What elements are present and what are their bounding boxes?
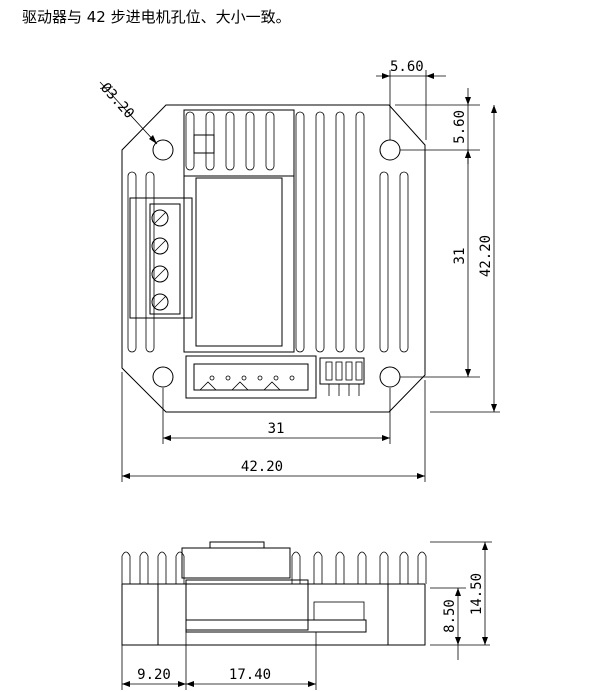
side-connector [313, 601, 365, 621]
dim-width-total: 42.20 [121, 372, 426, 482]
side-center-module [185, 579, 309, 631]
bottom-connector [185, 355, 317, 399]
small-component [193, 134, 215, 154]
dim-offset-horizontal: 5.60 [376, 59, 446, 140]
board-height-label: 8.50 [442, 599, 458, 633]
dim-hole-spacing-horizontal: 31 [162, 388, 391, 444]
side-board-edge [185, 619, 367, 633]
width-total-label: 42.20 [241, 459, 283, 475]
side-top-module [181, 547, 291, 579]
hole-spacing-vertical-label: 31 [452, 248, 468, 265]
hole-diameter-label: Ø3.20 [97, 80, 137, 122]
side-outline [121, 584, 426, 646]
caption: 驱动器与 42 步进电机孔位、大小一致。 [22, 8, 291, 26]
height-total-label: 42.20 [478, 235, 494, 277]
dim-hole-diameter: Ø3.20 [97, 80, 158, 145]
dim-total-height: 14.50 [430, 541, 492, 645]
pin-header [319, 357, 365, 396]
center-module [183, 175, 295, 353]
terminal-block [129, 197, 193, 319]
offset-horizontal-label: 5.60 [390, 59, 424, 75]
dim-hole-spacing-vertical: 31 [400, 150, 480, 378]
dim-side-horizontal: 9.20 17.40 [121, 632, 317, 690]
upper-module [183, 109, 295, 177]
side-view: 8.50 14.50 9.20 17.40 [121, 541, 492, 690]
dim-board-height: 8.50 [430, 587, 490, 660]
offset-vertical-label: 5.60 [452, 110, 468, 144]
side-fins [121, 551, 427, 584]
side-top-cap [209, 541, 265, 549]
top-view: Ø3.20 5.60 5.60 31 [97, 59, 500, 482]
left-offset-label: 9.20 [137, 667, 171, 683]
mounting-hole-tr [379, 139, 401, 161]
mounting-hole-bl [152, 366, 174, 388]
hole-spacing-horizontal-label: 31 [268, 421, 285, 437]
mounting-hole-tl [152, 139, 174, 161]
center-pcb [195, 177, 283, 347]
board-width-label: 17.40 [229, 667, 271, 683]
dim-height-total: 42.20 [430, 105, 500, 413]
board-outline [121, 104, 426, 413]
mounting-hole-br [379, 366, 401, 388]
heatsink-fins-upper [127, 111, 409, 353]
dim-offset-vertical: 5.60 [395, 88, 480, 164]
total-height-label: 14.50 [469, 573, 485, 615]
